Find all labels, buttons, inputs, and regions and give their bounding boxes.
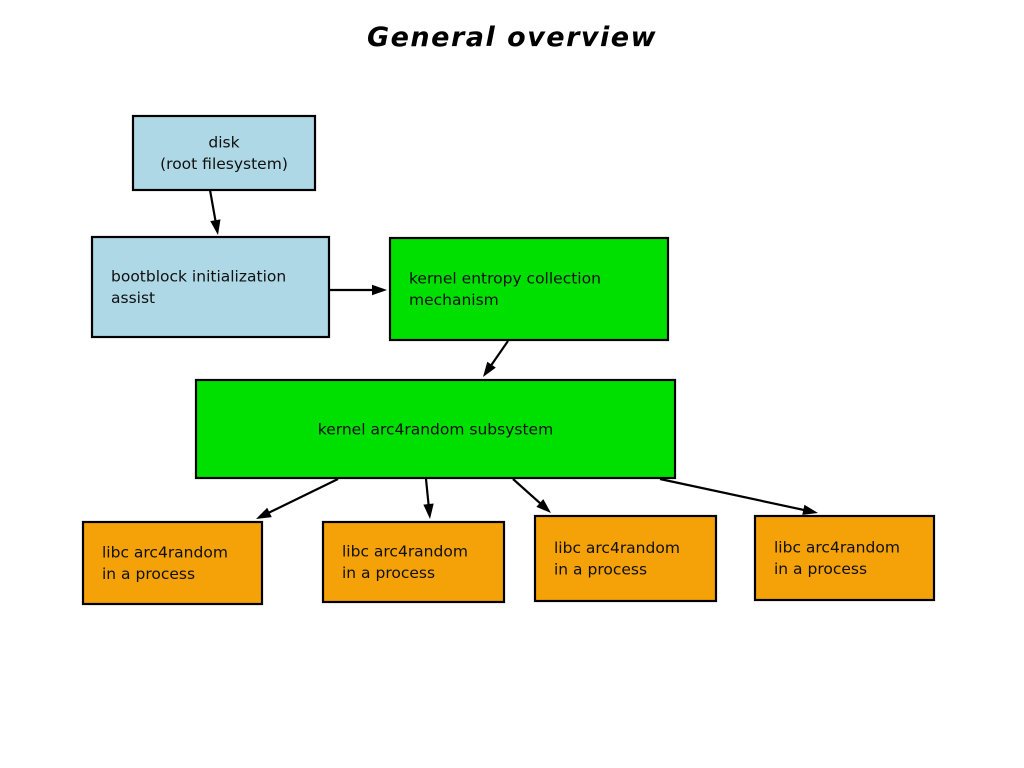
node-kernel-arc4random-box[interactable] bbox=[194, 378, 677, 480]
node-kernel-arc4random-label-line-1: kernel arc4random subsystem bbox=[318, 420, 553, 438]
node-libc-process-4-box[interactable] bbox=[753, 514, 936, 602]
edge-arc4random-to-libc-2 bbox=[423, 478, 434, 519]
node-kernel-entropy-label-line-1: kernel entropy collection bbox=[409, 270, 601, 288]
node-kernel-arc4random[interactable]: kernel arc4random subsystem bbox=[194, 378, 677, 480]
edge-kernel-entropy-to-arc4random bbox=[483, 340, 509, 377]
node-libc-process-3-box[interactable] bbox=[533, 514, 718, 603]
node-libc-process-1-label-line-1: libc arc4random bbox=[102, 544, 228, 562]
node-libc-process-2-label-line-2: in a process bbox=[342, 564, 435, 582]
node-libc-process-1-box[interactable] bbox=[81, 520, 264, 606]
edges-layer bbox=[208, 189, 818, 519]
node-libc-process-4[interactable]: libc arc4random in a process bbox=[753, 514, 936, 602]
node-libc-process-3-label-line-1: libc arc4random bbox=[554, 539, 680, 557]
node-kernel-entropy-box[interactable] bbox=[388, 236, 670, 342]
node-libc-process-4-label-line-1: libc arc4random bbox=[774, 539, 900, 557]
page-title: General overview bbox=[366, 22, 658, 53]
node-libc-process-2-label-line-1: libc arc4random bbox=[342, 543, 468, 561]
node-libc-process-1-label-line-2: in a process bbox=[102, 565, 195, 583]
node-libc-process-3-label-line-2: in a process bbox=[554, 561, 647, 579]
node-kernel-entropy[interactable]: kernel entropy collection mechanism bbox=[388, 236, 670, 342]
edge-arc4random-to-libc-3 bbox=[512, 478, 551, 513]
node-libc-process-1[interactable]: libc arc4random in a process bbox=[81, 520, 264, 606]
node-bootblock-label-line-2: assist bbox=[111, 289, 155, 307]
node-libc-process-4-label-line-2: in a process bbox=[774, 560, 867, 578]
node-disk-box[interactable] bbox=[131, 114, 317, 192]
node-disk[interactable]: disk (root filesystem) bbox=[131, 114, 317, 192]
node-libc-process-2-box[interactable] bbox=[321, 520, 506, 604]
node-bootblock[interactable]: bootblock initialization assist bbox=[90, 235, 331, 339]
edge-disk-to-bootblock bbox=[208, 189, 221, 235]
node-disk-label-line-2: (root filesystem) bbox=[160, 155, 288, 173]
node-libc-process-3[interactable]: libc arc4random in a process bbox=[533, 514, 718, 603]
edge-arc4random-to-libc-1 bbox=[256, 478, 339, 519]
edge-bootblock-to-kernel-entropy bbox=[329, 284, 387, 296]
node-libc-process-2[interactable]: libc arc4random in a process bbox=[321, 520, 506, 604]
nodes-layer: disk (root filesystem) bootblock initializ… bbox=[81, 114, 936, 606]
edge-arc4random-to-libc-4 bbox=[659, 477, 818, 515]
node-kernel-entropy-label-line-2: mechanism bbox=[409, 291, 499, 309]
node-bootblock-box[interactable] bbox=[90, 235, 331, 339]
node-bootblock-label-line-1: bootblock initialization bbox=[111, 268, 286, 286]
node-disk-label-line-1: disk bbox=[208, 134, 239, 152]
